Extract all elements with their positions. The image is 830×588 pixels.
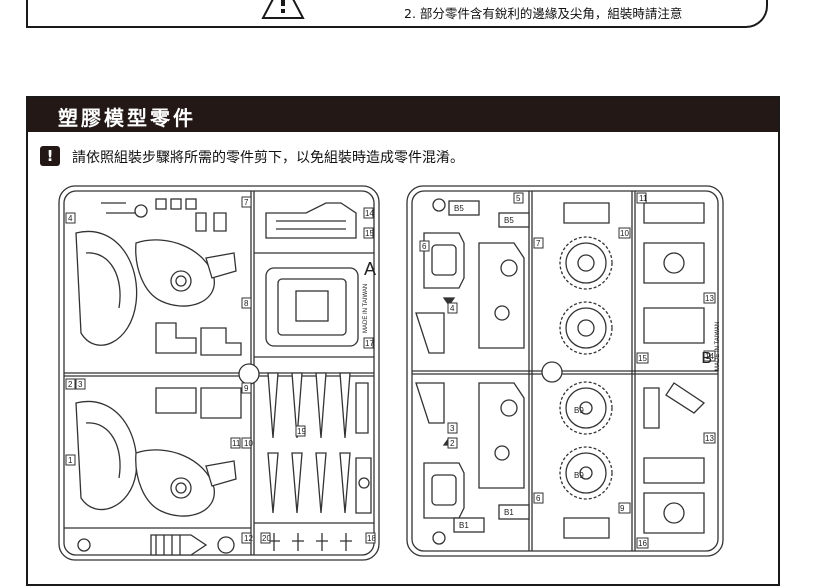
plastic-parts-panel: 塑膠模型零件 ! 請依照組裝步驟將所需的零件剪下，以免組裝時造成零件混淆。 <box>26 96 780 586</box>
svg-text:8: 8 <box>244 299 249 308</box>
svg-text:4: 4 <box>68 214 73 223</box>
svg-text:1: 1 <box>68 456 73 465</box>
svg-text:7: 7 <box>244 198 249 207</box>
svg-text:10: 10 <box>620 229 629 238</box>
label-b5-right: B5 <box>504 216 514 225</box>
section-header: 塑膠模型零件 <box>28 98 778 132</box>
svg-text:18: 18 <box>367 534 376 543</box>
svg-text:17: 17 <box>365 339 374 348</box>
sprue-a-letter: A <box>364 259 376 279</box>
warning-icon <box>261 0 305 19</box>
svg-text:19: 19 <box>297 427 306 436</box>
sprue-b-letter: B <box>701 350 712 367</box>
svg-text:12: 12 <box>244 534 253 543</box>
label-b1-right: B1 <box>504 508 514 517</box>
svg-text:13: 13 <box>705 434 714 443</box>
svg-text:14: 14 <box>365 209 374 218</box>
svg-text:2: 2 <box>68 380 73 389</box>
svg-text:14: 14 <box>705 352 714 361</box>
safety-note-2: 2. 部分零件含有銳利的邊緣及尖角，組裝時請注意 <box>404 6 683 21</box>
svg-text:2: 2 <box>450 439 455 448</box>
label-b5-top: B5 <box>454 204 464 213</box>
exclamation-icon: ! <box>40 146 60 166</box>
svg-text:6: 6 <box>422 242 427 251</box>
svg-text:15: 15 <box>365 229 374 238</box>
sprue-a-diagram: 4 1 2 3 9 8 12 20 18 19 7 14 15 17 10 11… <box>58 185 380 561</box>
svg-text:10: 10 <box>244 439 253 448</box>
svg-text:16: 16 <box>638 539 647 548</box>
svg-text:3: 3 <box>78 380 83 389</box>
svg-text:15: 15 <box>638 354 647 363</box>
sprue-b-brand-mark: MADE IN TAIWAN <box>715 322 721 371</box>
svg-text:13: 13 <box>705 294 714 303</box>
label-b9-upper: B9 <box>574 406 584 415</box>
section-title: 塑膠模型零件 <box>58 106 196 130</box>
svg-text:9: 9 <box>244 384 249 393</box>
sprue-b-diagram: B5 B5 B1 B1 B9 B9 6 4 3 2 7 6 10 9 11 15… <box>406 185 724 557</box>
svg-text:7: 7 <box>536 239 541 248</box>
svg-text:5: 5 <box>516 194 521 203</box>
svg-text:6: 6 <box>536 494 541 503</box>
svg-text:3: 3 <box>450 424 455 433</box>
label-b9-lower: B9 <box>574 471 584 480</box>
svg-text:11: 11 <box>639 194 648 203</box>
label-b1-bottom: B1 <box>459 521 469 530</box>
svg-text:9: 9 <box>620 504 625 513</box>
sprue-a-brand-mark: MADE IN TAIWAN <box>363 284 369 333</box>
cutting-notice: 請依照組裝步驟將所需的零件剪下，以免組裝時造成零件混淆。 <box>72 150 464 166</box>
svg-text:20: 20 <box>262 534 271 543</box>
svg-text:4: 4 <box>450 304 455 313</box>
svg-text:11: 11 <box>232 439 241 448</box>
